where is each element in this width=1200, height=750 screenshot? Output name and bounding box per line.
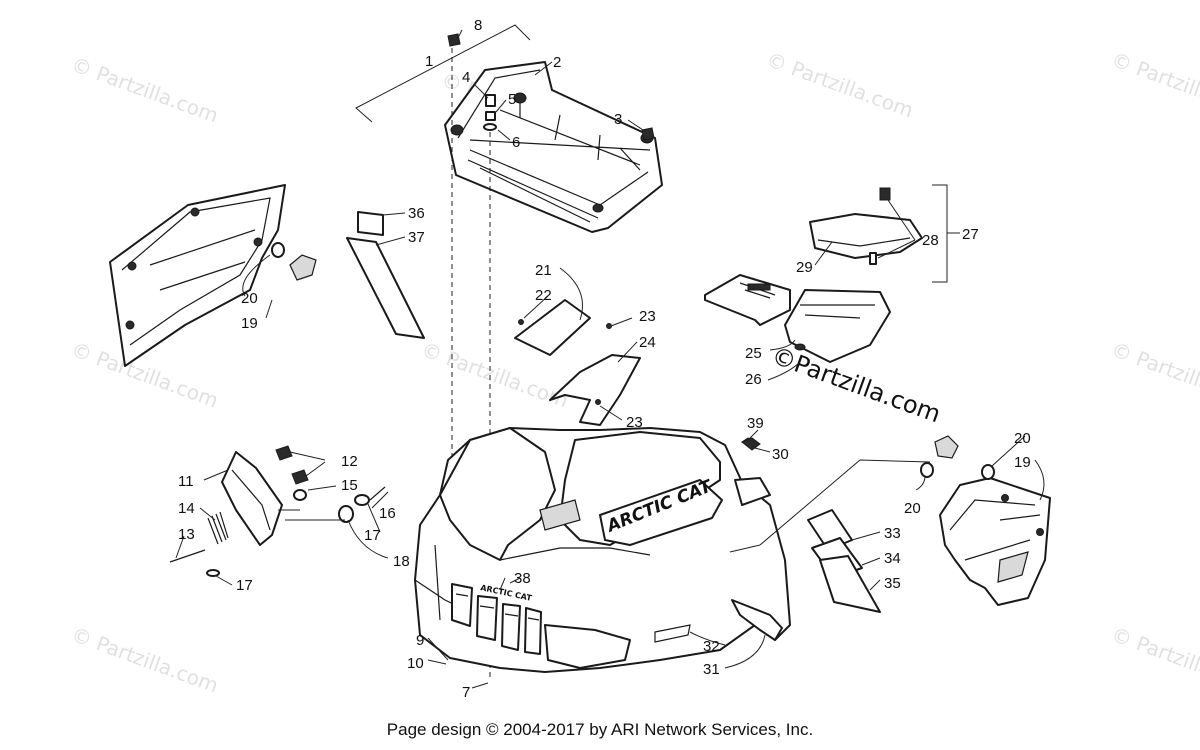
callout-20: 20 — [1014, 430, 1031, 447]
callout-38: 38 — [514, 570, 531, 587]
callout-22: 22 — [535, 287, 552, 304]
watermark: © Partzilla.com — [68, 622, 221, 697]
callout-8: 8 — [474, 17, 482, 34]
front-hood: ARCTIC CAT ARCTIC CAT — [414, 427, 791, 673]
headlight-assembly — [169, 451, 283, 577]
callout-31: 31 — [703, 661, 720, 678]
callout-16: 16 — [379, 505, 396, 522]
left-panel-grommet — [271, 242, 317, 281]
callout-10: 10 — [407, 655, 424, 672]
callout-17: 17 — [236, 577, 253, 594]
callout-20: 20 — [904, 500, 921, 517]
callout-33: 33 — [884, 525, 901, 542]
callout-34: 34 — [884, 550, 901, 567]
watermark: © Partzilla.com — [763, 47, 916, 122]
callout-21: 21 — [535, 262, 552, 279]
callout-15: 15 — [341, 477, 358, 494]
callout-32: 32 — [703, 638, 720, 655]
callout-37: 37 — [408, 229, 425, 246]
leader-lines — [175, 29, 1045, 689]
headlight-hardware — [275, 445, 386, 523]
rack-hardware — [447, 33, 655, 141]
callout-24: 24 — [639, 334, 656, 351]
callout-23: 23 — [626, 414, 643, 431]
callout-14: 14 — [178, 500, 195, 517]
decal-36-37 — [346, 211, 425, 339]
left-side-panel — [109, 184, 286, 367]
callout-9: 9 — [416, 632, 424, 649]
callout-30: 30 — [772, 446, 789, 463]
rack-group-bracket — [355, 24, 531, 123]
callout-25: 25 — [745, 345, 762, 362]
callout-6: 6 — [512, 134, 520, 151]
callout-19: 19 — [241, 315, 258, 332]
storage-box-26 — [784, 289, 891, 363]
callout-1: 1 — [425, 53, 433, 70]
right-side-panel — [939, 477, 1051, 606]
callout-29: 29 — [796, 259, 813, 276]
watermark-overlay: ©Partzilla.com — [768, 341, 944, 428]
callout-13: 13 — [178, 526, 195, 543]
callout-7: 7 — [462, 684, 470, 701]
callout-5: 5 — [508, 91, 516, 108]
front-rack — [444, 61, 663, 233]
watermark: © Partzilla.com — [1108, 622, 1200, 697]
callout-4: 4 — [462, 69, 470, 86]
watermark: © Partzilla.com — [1108, 47, 1200, 122]
watermark: © Partzilla.com — [1108, 337, 1200, 412]
callout-11: 11 — [178, 473, 194, 490]
callout-17: 17 — [364, 527, 381, 544]
callout-35: 35 — [884, 575, 901, 592]
center-plate — [514, 299, 641, 426]
callout-labels: 1 2 3 4 5 6 7 8 9 10 11 12 13 14 15 16 1… — [178, 17, 1031, 701]
storage-bracket-27 — [814, 184, 960, 283]
copyright-footer: Page design © 2004-2017 by ARI Network S… — [386, 720, 814, 739]
watermark: © Partzilla.com — [68, 52, 221, 127]
rack-mount-dash-lines — [451, 48, 491, 680]
callout-19: 19 — [1014, 454, 1031, 471]
callout-27: 27 — [962, 226, 979, 243]
callout-3: 3 — [614, 111, 622, 128]
callout-12: 12 — [341, 453, 358, 470]
callout-18: 18 — [393, 553, 410, 570]
callout-2: 2 — [553, 54, 561, 71]
decal-33-35 — [807, 509, 881, 613]
right-panel-hardware — [741, 435, 995, 480]
callout-23: 23 — [639, 308, 656, 325]
storage-tray-25 — [704, 274, 791, 326]
callout-36: 36 — [408, 205, 425, 222]
callout-28: 28 — [922, 232, 939, 249]
callout-26: 26 — [745, 371, 762, 388]
callout-20: 20 — [241, 290, 258, 307]
callout-39: 39 — [747, 415, 764, 432]
